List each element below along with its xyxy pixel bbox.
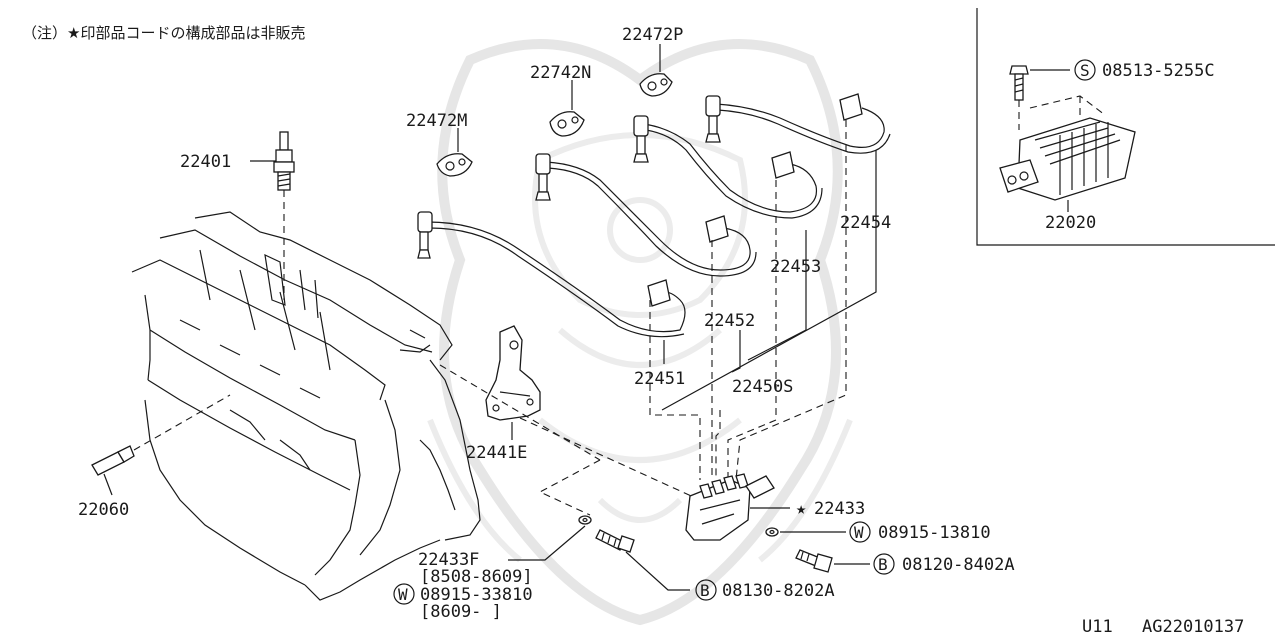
inset-box: S 08513-5255C 22020	[976, 8, 1275, 246]
label-22451: 22451	[634, 369, 685, 389]
cylinder-head	[131, 211, 481, 601]
label-22433F: 22433F	[418, 550, 479, 570]
prefix-b-2: B	[878, 555, 888, 574]
label-22433F-range: [8508-8609]	[420, 567, 533, 587]
label-08915-33810: 08915-33810	[420, 585, 533, 605]
prefix-w-1: W	[398, 585, 408, 604]
footer-figure-code: AG22010137	[1142, 617, 1244, 637]
label-22441E: 22441E	[466, 443, 527, 463]
star-22433: ★	[796, 499, 806, 519]
s-prefix-circle	[1074, 59, 1096, 81]
label-22742N: 22742N	[530, 63, 591, 83]
label-08915-13810: 08915-13810	[878, 523, 991, 543]
clamp-22742N	[549, 111, 585, 137]
cable-22453	[633, 115, 823, 219]
bracket-22441E	[485, 325, 541, 421]
label-22472P: 22472P	[622, 25, 683, 45]
label-22450S: 22450S	[732, 377, 793, 397]
w-prefix-circle-2	[849, 521, 871, 543]
w-prefix-circle-1	[393, 583, 415, 605]
label-22452: 22452	[704, 311, 755, 331]
b-prefix-circle-2	[873, 553, 895, 575]
cable-22451	[417, 211, 686, 338]
cable-22454	[705, 93, 891, 154]
sensor-22060	[91, 445, 135, 476]
label-22401: 22401	[180, 152, 231, 172]
washer-08915-13810	[765, 527, 779, 537]
label-22472M: 22472M	[406, 111, 467, 131]
label-22454: 22454	[840, 213, 891, 233]
bolt-08120	[795, 549, 833, 573]
clamp-22472M	[436, 153, 473, 177]
washer-22433F	[578, 515, 592, 525]
ignitor-module-22020	[999, 117, 1136, 201]
label-22020: 22020	[1045, 213, 1096, 233]
b-prefix-circle-1	[695, 579, 717, 601]
label-08130-8202A: 08130-8202A	[722, 581, 835, 601]
footer-left-code: U11	[1082, 617, 1113, 637]
distributor-22433	[685, 473, 775, 541]
label-22060: 22060	[78, 500, 129, 520]
label-08513-5255C: 08513-5255C	[1102, 61, 1215, 81]
note-text: （注）★印部品コードの構成部品は非販売	[22, 24, 305, 42]
spark-plug-22401	[273, 131, 295, 191]
prefix-s: S	[1080, 61, 1090, 80]
bolt-08130	[595, 529, 635, 553]
screw-08513	[1009, 65, 1029, 101]
label-22453: 22453	[770, 257, 821, 277]
prefix-w-2: W	[854, 523, 864, 542]
cable-22452	[535, 153, 757, 277]
label-22433: 22433	[814, 499, 865, 519]
label-08915-33810-range: [8609- ]	[420, 602, 502, 622]
label-08120-8402A: 08120-8402A	[902, 555, 1015, 575]
prefix-b-1: B	[700, 581, 710, 600]
clamp-22472P	[639, 73, 673, 97]
